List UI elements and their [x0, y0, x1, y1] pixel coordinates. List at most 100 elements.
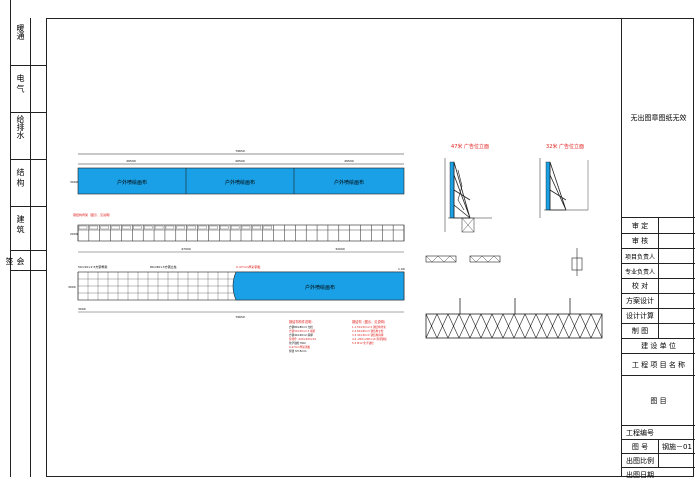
section-a-truss	[453, 161, 471, 219]
tb-project-no: 工程编号	[626, 428, 654, 437]
strip-label-architecture: 建 筑	[16, 215, 25, 234]
notes-a-line: 焊缝 hf=5mm	[289, 349, 307, 353]
strip-label-structure: 结 构	[16, 168, 25, 187]
strip-label-electric: 电 气	[16, 74, 25, 93]
dim-left-2: 2000	[70, 232, 78, 236]
strip-label-countersign: 会 签	[5, 257, 25, 265]
tb-scale-value	[658, 454, 695, 467]
tb-label-calc: 设计计算	[626, 312, 654, 320]
strip-cell-hvac: 暖通	[10, 18, 46, 66]
truss-frame	[425, 313, 603, 339]
section-47m: 47米 广告位立面	[444, 143, 492, 233]
tb-row-unit: 建 设 单 位	[622, 339, 695, 354]
dim-seg-2: 26500	[235, 159, 245, 163]
detail-beam-2-web	[469, 255, 501, 263]
lower-label-3: 0.47mm厚彩钢板	[236, 264, 261, 269]
fence-panel	[176, 225, 185, 230]
fence-panel	[187, 225, 196, 230]
tb-project-label: 工 程 项 目 名 称	[631, 360, 686, 369]
fence-panel	[111, 225, 120, 230]
lower-left-dim: 3000	[68, 285, 76, 289]
dim-mid-2: 32000	[335, 247, 345, 251]
strip-label-plumbing: 给排水	[16, 115, 25, 139]
truss-diagonal	[469, 313, 482, 339]
tb-row-review: 审 核	[622, 234, 695, 249]
section-b-banner	[545, 161, 551, 211]
tb-drawing-label: 图 目	[650, 396, 667, 405]
notes-b-line: 1-1 50×50×2.5 钢结构骨架	[352, 325, 386, 329]
strip-label-hvac: 暖通	[16, 24, 25, 40]
truss-diagonal	[557, 313, 570, 339]
truss-diagonal	[458, 313, 471, 339]
section-b-truss	[549, 161, 567, 211]
truss-diagonal	[447, 313, 460, 339]
notes-a-line: 化学锚栓 M12	[289, 341, 306, 345]
tb-value-approve	[658, 218, 695, 233]
banner-text-2: 户外喷绘画布	[225, 179, 255, 186]
tb-row-calc: 设计计算	[622, 309, 695, 324]
tb-value-discipline-lead	[658, 264, 695, 278]
lower-label-1: 50×50×2.5方钢骨架	[78, 264, 107, 269]
fence-panel	[263, 225, 272, 230]
detail-sections	[425, 248, 583, 276]
fence-panel	[198, 225, 207, 230]
notes-a-line: 预埋件 -200×200×10	[289, 337, 316, 341]
tb-label-approve: 审 定	[631, 221, 649, 230]
strip-cell-architecture: 建 筑	[10, 207, 46, 251]
fence-panel	[230, 225, 240, 230]
banner-lower-text: 户外喷绘画布	[305, 284, 335, 291]
detail-beam-1-web	[425, 255, 457, 263]
tb-row-scale: 出图比例	[622, 454, 695, 468]
tb-notice-row: 无出图章图纸无效	[622, 18, 695, 218]
tb-value-scheme	[658, 294, 695, 308]
tb-row-discipline-lead: 专业负责人	[622, 264, 695, 279]
tb-label-draw: 制 图	[631, 327, 649, 335]
tb-drawing-no-value: 钢施－01	[658, 440, 695, 453]
section-32m: 32米 广告位立面	[539, 143, 589, 218]
detail-beam-1	[425, 255, 457, 263]
notes-b-line: 3-3 40×40×2 钢结构斜撑	[352, 333, 384, 337]
strip-cell-countersign: 会 签	[5, 251, 46, 271]
strip-divider	[30, 18, 31, 477]
tb-label-scheme: 方案设计	[626, 297, 654, 305]
fence-panel	[209, 225, 218, 230]
fence-panel	[241, 225, 251, 230]
dim-mid-1: 47000	[181, 247, 191, 251]
tb-label-review: 审 核	[631, 237, 649, 245]
notes-title-b: 钢结构（图示，见说明）	[352, 319, 387, 324]
elevation-upper: 79650 26500 26500 26500 户外喷绘画布 户外喷绘画布 户外…	[70, 149, 405, 253]
fence-panel	[100, 225, 109, 230]
fence-panel	[144, 225, 153, 230]
dim-bottom-left: 3000	[78, 307, 86, 311]
dim-seg-3: 26500	[344, 159, 354, 163]
signature-strip: 暖通 电 气 给排水 结 构 建 筑 会 签	[5, 18, 46, 477]
section-a-title: 47米 广告位立面	[451, 143, 489, 150]
detail-beam-2	[469, 255, 501, 263]
fence-panel	[122, 225, 131, 230]
dim-top-text: 79650	[235, 149, 245, 153]
truss-diagonal	[579, 313, 592, 339]
tb-scale: 出图比例	[626, 456, 654, 465]
tb-row-approve: 审 定	[622, 218, 695, 234]
tb-row-drawing: 图 目	[622, 376, 695, 426]
drawing-frame	[10, 0, 700, 477]
lower-right-mark: 1.00	[398, 267, 405, 271]
red-note-upper: 钢结构骨架（图示，见说明）	[73, 212, 112, 217]
fence-panel	[89, 225, 99, 230]
lower-grid	[77, 272, 239, 300]
notes-b-line: 4-4 -200×200×10 预埋钢板	[352, 337, 387, 341]
fence-panel	[252, 225, 262, 230]
banner-text-1: 户外喷绘画布	[117, 179, 147, 186]
notes-title-a: 钢结构构件说明：	[289, 319, 315, 324]
section-b-title: 32米 广告位立面	[546, 143, 584, 150]
lower-label-2: 80×80×3方钢立柱	[150, 264, 177, 269]
fence-panel	[154, 225, 164, 230]
tb-value-project-lead	[658, 249, 695, 263]
banner-text-3: 户外喷绘画布	[334, 179, 364, 186]
truss-diagonal	[568, 313, 581, 339]
fence-panel	[78, 225, 88, 230]
strip-cell-structure: 结 构	[10, 160, 46, 207]
